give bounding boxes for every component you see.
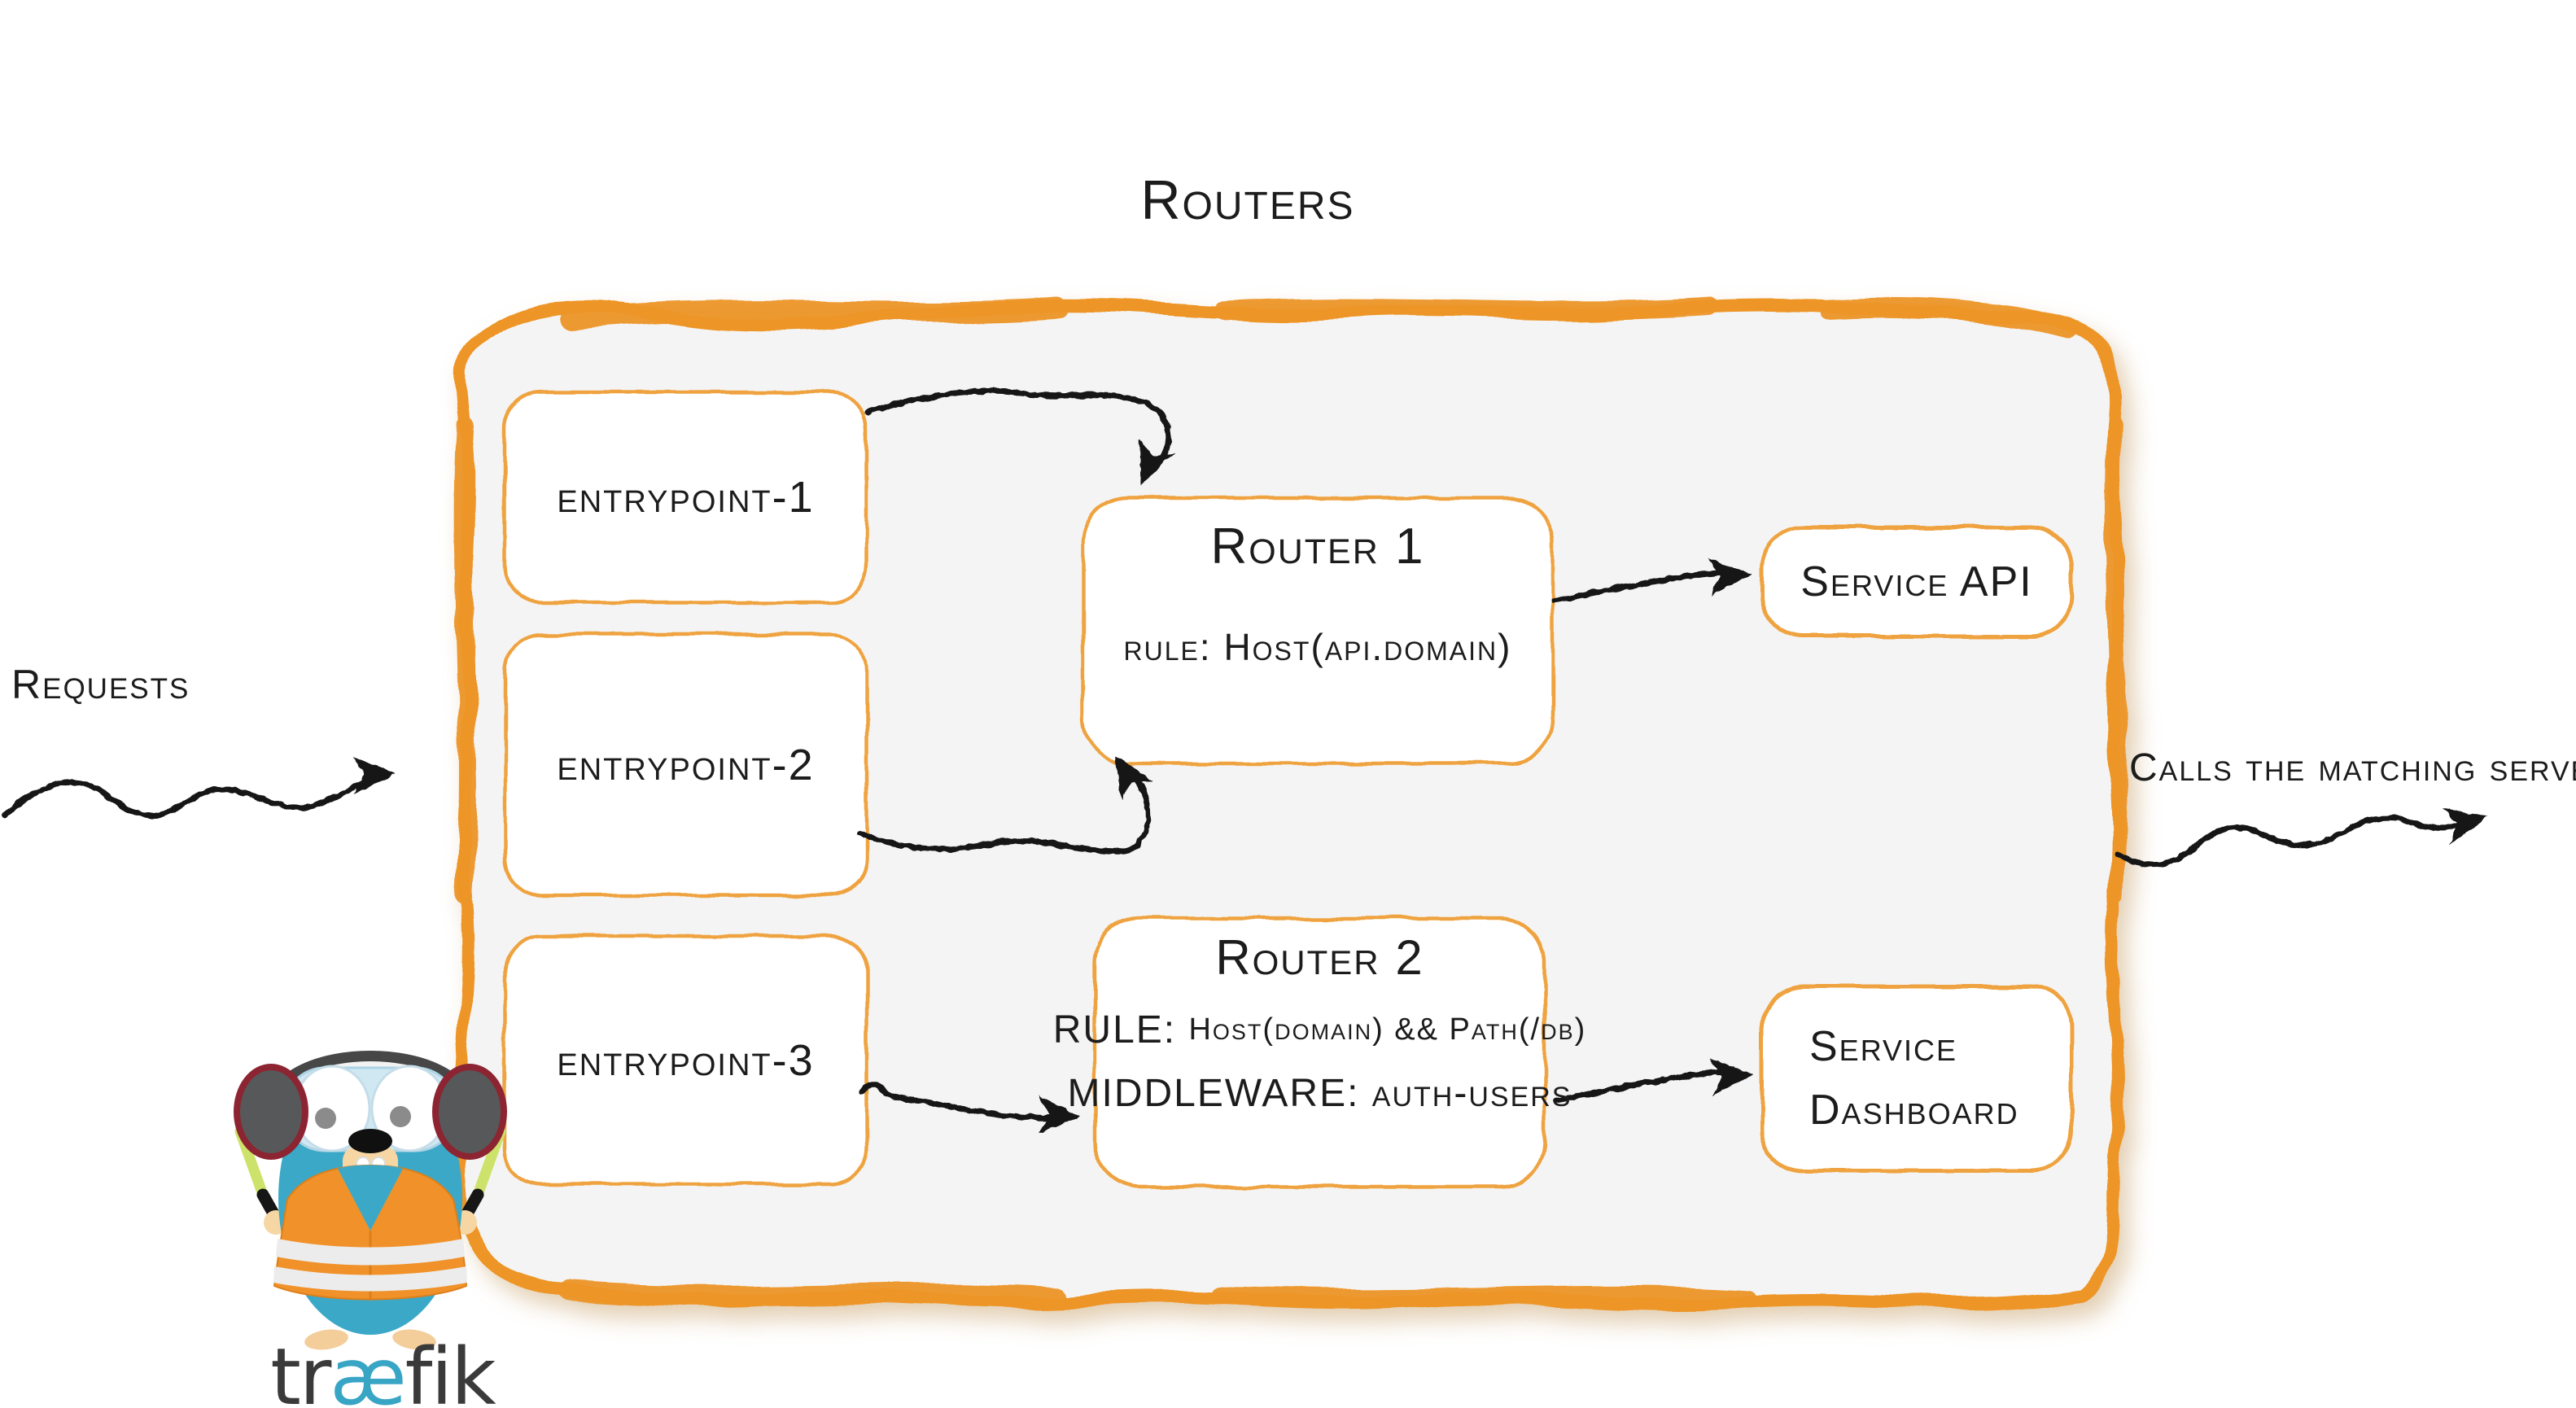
entrypoint-3-box: [502, 934, 869, 1187]
router-2-middleware: MIDDLEWARE: auth-users: [1068, 1071, 1571, 1116]
service-api-label: Service API: [1800, 558, 2033, 606]
service-dashboard-label: Service Dashboard: [1809, 1023, 2019, 1134]
router-2-title: Router 2: [1215, 930, 1424, 985]
wordmark-ae: æ: [330, 1331, 406, 1408]
router-1-title: Router 1: [1210, 518, 1425, 575]
wordmark-post: fik: [405, 1331, 496, 1408]
right-foot: [392, 1329, 436, 1350]
service-api-box: [1760, 525, 2074, 639]
calls-label: Calls the matching server: [2129, 746, 2576, 789]
left-foot: [304, 1329, 348, 1350]
right-earcup: [432, 1064, 507, 1160]
diagram-title: Routers: [1140, 169, 1355, 231]
router-2-middleware-value: auth-users: [1371, 1072, 1572, 1115]
service-dashboard-box: [1760, 984, 2074, 1173]
arrowheads: [352, 439, 2487, 1134]
router-1-box: [1080, 496, 1555, 766]
entrypoint2-to-router1-arrow: [856, 758, 1151, 855]
calls-arrow: [2115, 815, 2482, 868]
requests-label: Requests: [11, 662, 190, 707]
entrypoint-2-label: entrypoint-2: [557, 741, 815, 789]
nose: [348, 1129, 392, 1153]
entrypoint3-to-router2-arrow: [859, 1081, 1076, 1121]
requests-arrow: [2, 772, 384, 819]
traefik-wordmark: træfik: [236, 1331, 529, 1408]
router-2-rule: RULE: Host(domain) && Path(/db): [1053, 1008, 1585, 1052]
router-2-middleware-label: MIDDLEWARE:: [1067, 1072, 1360, 1115]
router-2-rule-value: Host(domain) && Path(/db): [1188, 1012, 1587, 1047]
entrypoint-2-box: [502, 632, 869, 898]
entrypoint-3-label: entrypoint-3: [557, 1035, 815, 1085]
entrypoint-1-label: entrypoint-1: [557, 473, 815, 522]
wordmark-pre: tr: [270, 1331, 331, 1408]
entrypoint1-to-router1-arrow: [864, 387, 1172, 480]
flow-arrows: [2, 387, 2487, 1134]
traefik-gopher-logo: [234, 1051, 507, 1350]
left-earcup: [234, 1064, 308, 1160]
router-2-box: [1092, 916, 1547, 1189]
entrypoint-1-box: [502, 390, 869, 605]
router-2-rule-label: RULE:: [1052, 1008, 1177, 1052]
router-1-rule: rule: Host(api.domain): [1123, 626, 1512, 668]
